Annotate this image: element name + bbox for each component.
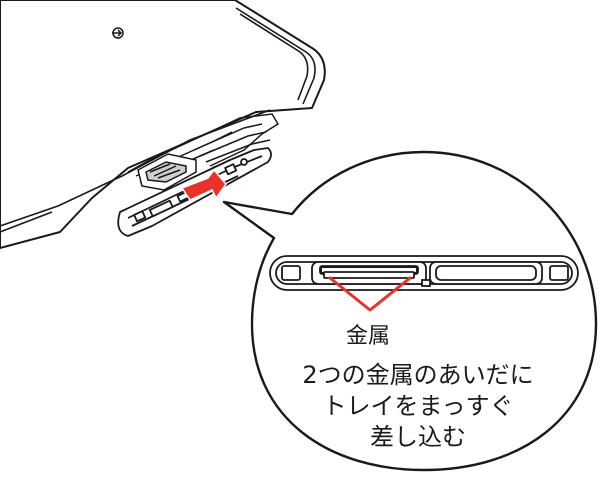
- instruction-text: 2つの金属のあいだに トレイをまっすぐ 差し込む: [288, 360, 548, 453]
- device-symbol-icon: [112, 27, 124, 39]
- instruction-line-3: 差し込む: [370, 423, 466, 451]
- metal-pointer-lines: [328, 276, 412, 312]
- device-edges: [0, 7, 316, 233]
- sim-card: [137, 153, 197, 191]
- device-body: [0, 0, 326, 249]
- metal-label: 金属: [346, 324, 391, 349]
- instruction-line-2: トレイをまっすぐ: [322, 392, 514, 420]
- instruction-line-1: 2つの金属のあいだに: [302, 361, 534, 389]
- slot-detail: [269, 255, 579, 291]
- callout-bubble: [222, 150, 598, 472]
- insert-arrow-icon: [180, 168, 227, 201]
